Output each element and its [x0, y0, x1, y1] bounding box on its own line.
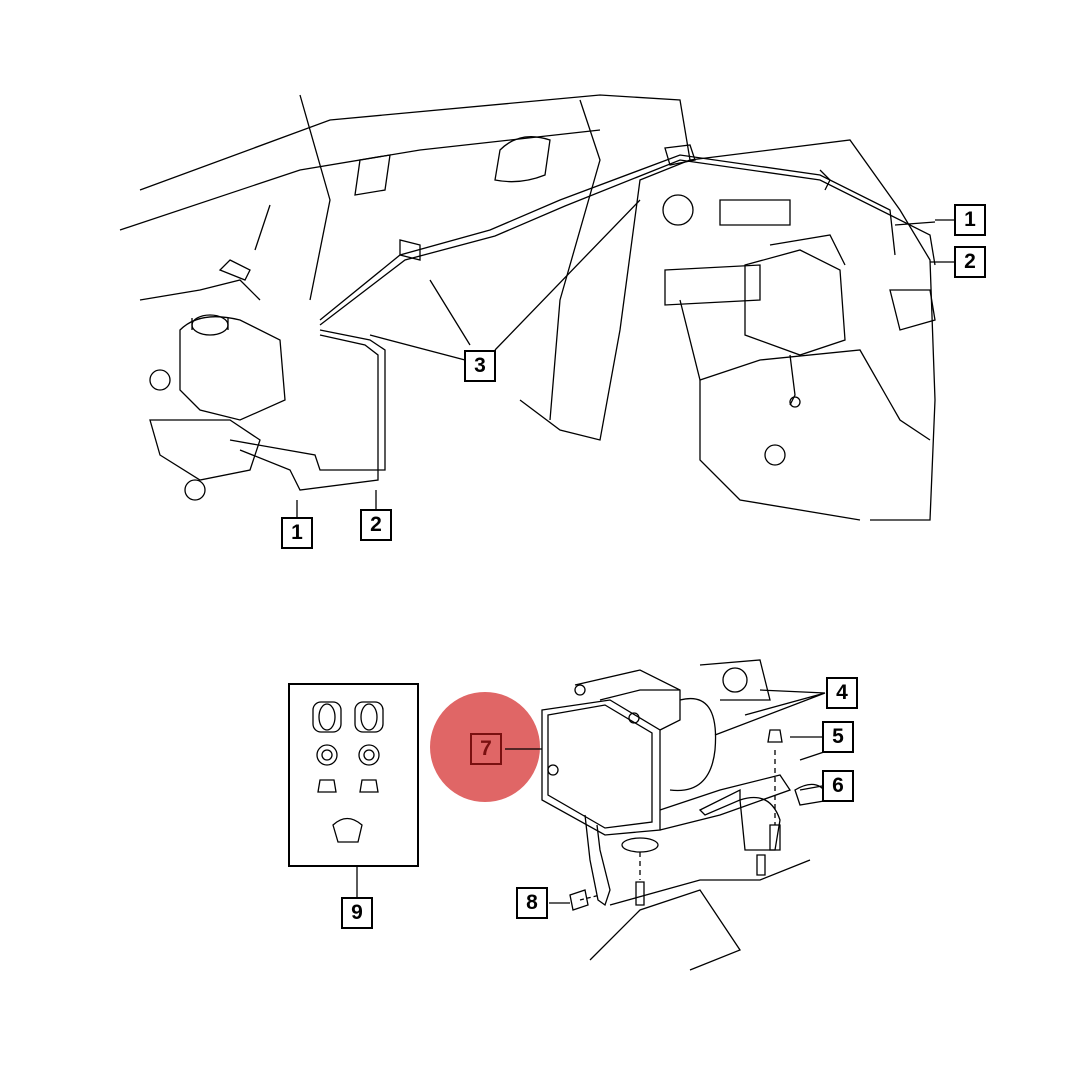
callout-label: 9 — [351, 901, 363, 924]
callout-3[interactable]: 3 — [464, 350, 496, 382]
callout-2-lower-left[interactable]: 2 — [360, 509, 392, 541]
callout-label: 1 — [964, 208, 976, 231]
callout-1-lower-left[interactable]: 1 — [281, 517, 313, 549]
callout-label: 7 — [480, 737, 492, 760]
callout-label: 5 — [832, 725, 844, 748]
callout-9[interactable]: 9 — [341, 897, 373, 929]
kit-contents-drawing — [312, 701, 384, 843]
callout-6[interactable]: 6 — [822, 770, 854, 802]
lower-leader-lines — [356, 689, 826, 904]
callout-label: 1 — [291, 521, 303, 544]
callout-7-highlighted[interactable]: 7 — [470, 733, 502, 765]
callout-label: 2 — [370, 513, 382, 536]
callout-label: 8 — [526, 891, 538, 914]
callout-2-upper-right[interactable]: 2 — [954, 246, 986, 278]
abs-module-drawing — [541, 659, 831, 971]
callout-label: 6 — [832, 774, 844, 797]
callout-label: 4 — [836, 681, 848, 704]
callout-label: 3 — [474, 354, 486, 377]
callout-1-upper-right[interactable]: 1 — [954, 204, 986, 236]
callout-8[interactable]: 8 — [516, 887, 548, 919]
highlight-circle — [430, 692, 540, 802]
upper-engine-bay-drawing — [119, 94, 936, 521]
callout-label: 2 — [964, 250, 976, 273]
kit-contents-box — [288, 683, 419, 867]
upper-leader-lines — [296, 199, 955, 517]
callout-4[interactable]: 4 — [826, 677, 858, 709]
callout-5[interactable]: 5 — [822, 721, 854, 753]
